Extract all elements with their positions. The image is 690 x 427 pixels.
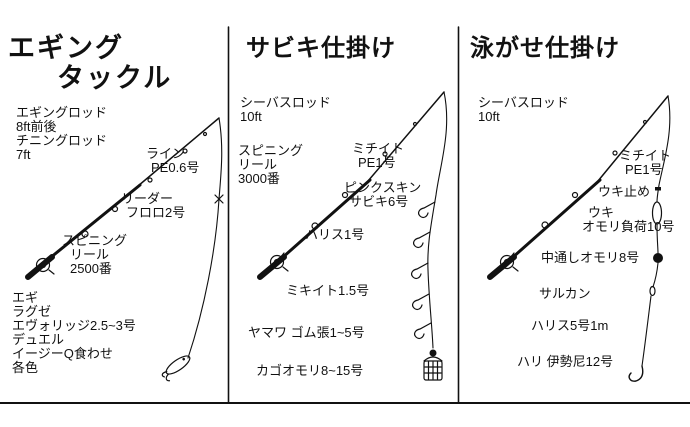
label-sabiki: ピンクスキン [344,180,422,195]
fishing-line [427,91,448,349]
label-mainline: ミチイト [619,148,672,163]
reel-icon [269,252,289,272]
panel1-title-line2: タックル [57,63,173,93]
label-rod-type: シーバスロッド [240,95,331,110]
fishing-line [187,117,223,359]
label-lure-model: イージーQ食わせ [12,346,113,361]
label-float-weight: オモリ負荷10号 [582,219,675,234]
sabiki-hooks-icon [411,201,436,340]
snap-icon [429,349,437,357]
label-kago: カゴオモリ8~15号 [256,363,364,378]
label-lure-model: エヴォリッジ2.5~3号 [12,318,136,333]
label-lure-color: 各色 [12,360,39,375]
label-reel-size: 3000番 [238,171,280,186]
label-rod-length: 10ft [240,109,262,124]
label-mainline: ミチイト [352,141,405,156]
label-mainline-spec: PE1号 [358,155,396,170]
label-reel: スピニング [62,233,128,248]
label-rod-type: エギングロッド [16,105,108,120]
label-leader: リーダー [121,191,174,206]
label-rod-length: 8ft前後 [16,119,57,134]
label-sinker: 中通しオモリ8号 [541,250,640,265]
line-leader-knot-icon [214,194,224,204]
label-swivel: サルカン [539,286,591,301]
reel-icon [35,255,55,275]
label-reel-size: 2500番 [70,261,112,276]
label-harisu: ハリス5号1m [531,318,609,333]
rod-guides [541,119,648,229]
label-reel: スピニング [238,143,304,158]
reel-icon [499,252,519,272]
label-float: ウキ [588,205,615,220]
swivel-icon [649,285,656,297]
panel2-title: サビキ仕掛け [246,35,396,62]
egi-lure-icon [161,355,191,382]
label-line: ライン [146,146,186,161]
panel2-illustration [257,91,448,381]
label-float-stop: ウキ止め [598,184,651,199]
label-sabiki-size: サビキ6号 [349,194,409,209]
panel1-illustration [25,117,224,382]
panel3-illustration [487,95,671,382]
panel1-title-line1: エギング [8,33,124,63]
label-leader-spec: フロロ2号 [126,205,186,220]
fishing-line [641,295,652,367]
rod-guides [81,131,208,238]
label-rod-type: チニングロッド [16,133,108,148]
label-hook: ハリ 伊勢尼12号 [517,354,614,369]
label-mikiito: ミキイト1.5号 [286,283,370,298]
panel3-title: 泳がせ仕掛け [470,35,620,62]
float-stop-icon [655,187,661,191]
rod-guides [311,121,418,230]
hook-icon [628,365,644,382]
fishing-line [656,223,659,254]
label-mainline-spec: PE1号 [625,162,663,177]
weight-cage-icon [423,356,443,381]
fishing-line [652,262,659,288]
fishing-line [656,95,671,203]
label-rod-type: シーバスロッド [478,95,569,110]
label-yamawa: ヤマワ ゴム張1~5号 [248,325,365,340]
label-rod-length: 10ft [478,109,500,124]
label-line-spec: PE0.6号 [151,160,200,175]
label-harisu: ハリス1号 [305,227,365,242]
label-reel: リール [70,247,110,262]
sinker-icon [653,253,663,263]
label-rod-length: 7ft [16,147,31,162]
label-lure-brand: デュエル [12,332,65,347]
label-reel: リール [238,157,278,172]
label-lure: エギ [12,290,39,305]
label-lure-brand: ラグゼ [12,304,52,319]
